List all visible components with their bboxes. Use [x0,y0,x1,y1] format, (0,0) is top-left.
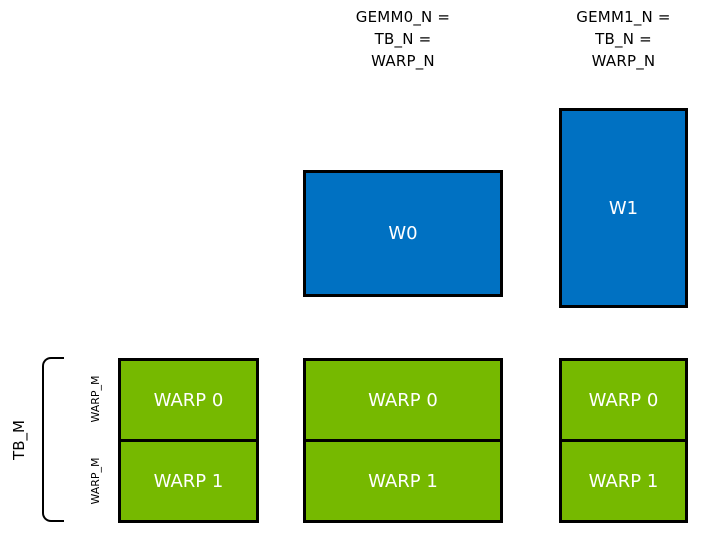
warp-group-2: WARP 0 WARP 1 [303,358,503,523]
w1-box: W1 [559,108,688,308]
w1-label: W1 [608,197,639,219]
warp1-cell: WARP 1 [562,439,685,520]
header-line: GEMM1_N = [576,8,671,26]
gemm1-n-dimension-header: GEMM1_N = TB_N = WARP_N [559,6,688,72]
warp0-cell: WARP 0 [562,361,685,439]
header-line: TB_N = [374,30,432,48]
tb-m-label: TB_M [10,420,28,460]
w0-box: W0 [303,170,503,297]
warp0-cell: WARP 0 [306,361,500,439]
w0-label: W0 [388,223,418,244]
header-line: WARP_N [591,52,656,70]
warp-group-3: WARP 0 WARP 1 [559,358,688,523]
header-line: WARP_N [371,52,435,70]
warp-m-label-top: WARP_M [89,375,102,423]
warp0-cell: WARP 0 [121,361,256,439]
warp-group-1: WARP 0 WARP 1 [118,358,259,523]
tb-m-bracket [42,357,64,522]
gemm0-n-dimension-header: GEMM0_N = TB_N = WARP_N [303,6,503,72]
warp1-cell: WARP 1 [306,439,500,520]
warp1-cell: WARP 1 [121,439,256,520]
header-line: GEMM0_N = [355,8,451,26]
warp-m-label-bottom: WARP_M [89,457,102,505]
header-line: TB_N = [595,30,652,48]
